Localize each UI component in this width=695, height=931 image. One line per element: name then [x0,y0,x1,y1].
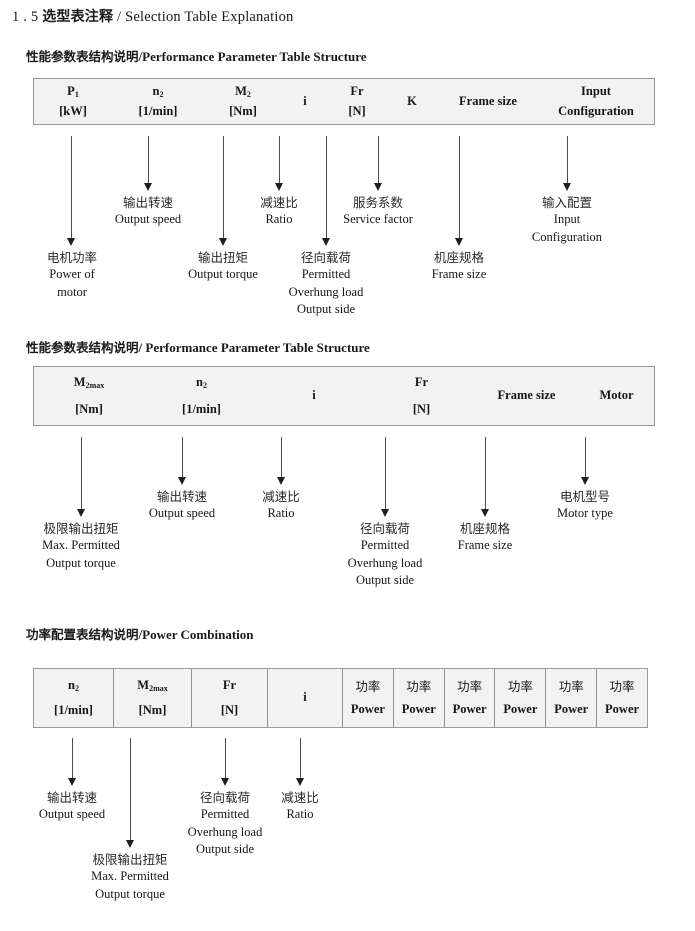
table2-col-n2: n2 [1/min] [182,374,221,416]
arrow-to-input-configuration [563,136,572,191]
page-title-chinese: 选型表注释 [42,9,114,25]
annotation-motor-type: 电机型号 Motor type [557,489,613,521]
section-1-heading-english: Performance Parameter Table Structure [142,49,367,64]
annotation-output-speed: 输出转速 Output speed [114,195,182,227]
page-title: 1 . 5 选型表注释 / Selection Table Explanatio… [12,6,294,26]
arrow-to-output-torque [219,136,228,246]
arrow-to-permitted-overhung-load-2 [381,437,390,517]
table2-col-frame-size: Frame size [497,388,556,403]
section-2-heading: 性能参数表结构说明/ Performance Parameter Table S… [26,337,370,356]
annotation-ratio: 减速比 Ratio [260,195,298,227]
table2-col-fr: Fr [N] [412,374,431,416]
table3-col-power-4: 功率 Power [494,669,545,727]
annotation-permitted-overhung-load-3: 径向载荷 Permitted Overhung load Output side [187,790,263,856]
section-1-heading-separator: / [138,49,143,64]
table1-col-input-configuration: Input Configuration [558,84,634,118]
section-1-heading: 性能参数表结构说明/Performance Parameter Table St… [26,46,367,65]
table3-col-power-5: 功率 Power [545,669,596,727]
arrow-to-ratio-2 [277,437,286,485]
annotation-ratio-3: 减速比 Ratio [281,790,319,822]
page-title-separator: / [117,9,122,25]
table3-col-n2: n2 [1/min] [54,677,93,717]
page-title-number: 1 . 5 [12,9,39,25]
arrow-to-output-speed-2 [178,437,187,485]
table3-col-m2max: M2max [Nm] [113,669,191,727]
arrow-to-power-of-motor [67,136,76,246]
arrow-to-permitted-overhung-load [322,136,331,246]
arrow-to-permitted-overhung-load-3 [221,738,230,786]
annotation-output-speed-2: 输出转速 Output speed [148,489,216,521]
arrow-to-frame-size [455,136,464,246]
annotation-service-factor: 服务系数 Service factor [343,195,413,227]
performance-parameter-table-1: P1 [kW] n2 [1/min] M2 [Nm] i Fr [N] K Fr… [33,78,655,125]
arrow-to-max-permitted-output-torque-3 [126,738,135,848]
section-3-heading-separator: / [138,627,143,642]
arrow-to-max-permitted-output-torque [77,437,86,517]
section-2-heading-separator: / [138,340,143,355]
annotation-max-permitted-output-torque: 极限输出扭矩 Max. Permitted Output torque [42,521,120,570]
annotation-permitted-overhung-load-2: 径向载荷 Permitted Overhung load Output side [347,521,423,587]
section-3-heading-english: Power Combination [142,627,254,642]
annotation-ratio-2: 减速比 Ratio [262,489,300,521]
section-2-heading-chinese: 性能参数表结构说明 [26,340,139,355]
table3-col-i: i [267,669,342,727]
section-3-heading: 功率配置表结构说明/Power Combination [26,624,254,643]
table1-col-k: K [407,93,417,108]
arrow-to-service-factor [374,136,383,191]
arrow-to-output-speed-3 [68,738,77,786]
annotation-max-permitted-output-torque-3: 极限输出扭矩 Max. Permitted Output torque [91,852,169,901]
arrow-to-ratio-3 [296,738,305,786]
arrow-to-ratio [275,136,284,191]
table3-col-power-6: 功率 Power [596,669,647,727]
table3-col-power-3: 功率 Power [443,669,495,727]
arrow-to-output-speed [144,136,153,191]
annotation-frame-size-2: 机座规格 Frame size [457,521,513,553]
annotation-power-of-motor: 电机功率 Power of motor [46,250,98,299]
table2-col-motor: Motor [599,388,634,403]
annotation-input-configuration: 输入配置 Input Configuration [531,195,603,244]
arrow-to-frame-size-2 [481,437,490,517]
performance-parameter-table-2: M2max [Nm] n2 [1/min] i Fr [N] Frame siz… [33,366,655,426]
table1-col-i: i [303,93,307,108]
table3-col-fr: Fr [N] [191,669,267,727]
table2-col-m2max: M2max [Nm] [73,374,105,416]
table2-col-i: i [312,388,316,403]
annotation-output-speed-3: 输出转速 Output speed [38,790,106,822]
power-combination-table: n2 [1/min] M2max [Nm] Fr [N] i 功率 Power … [33,668,648,728]
table1-col-n2: n2 [1/min] [138,84,178,118]
section-3-heading-chinese: 功率配置表结构说明 [26,627,139,642]
table1-col-m2: M2 [Nm] [229,84,257,118]
table1-col-fr: Fr [N] [348,84,366,118]
table1-col-frame-size: Frame size [459,93,517,108]
page-title-english: Selection Table Explanation [125,9,294,25]
table1-col-p1: P1 [kW] [59,84,87,118]
section-1-heading-chinese: 性能参数表结构说明 [26,49,139,64]
arrow-to-motor-type [581,437,590,485]
table3-col-power-2: 功率 Power [392,669,444,727]
table3-col-power-1: 功率 Power [342,669,393,727]
section-2-heading-english: Performance Parameter Table Structure [145,340,370,355]
annotation-frame-size: 机座规格 Frame size [431,250,487,282]
annotation-permitted-overhung-load: 径向载荷 Permitted Overhung load Output side [288,250,364,316]
annotation-output-torque: 输出扭矩 Output torque [188,250,258,282]
